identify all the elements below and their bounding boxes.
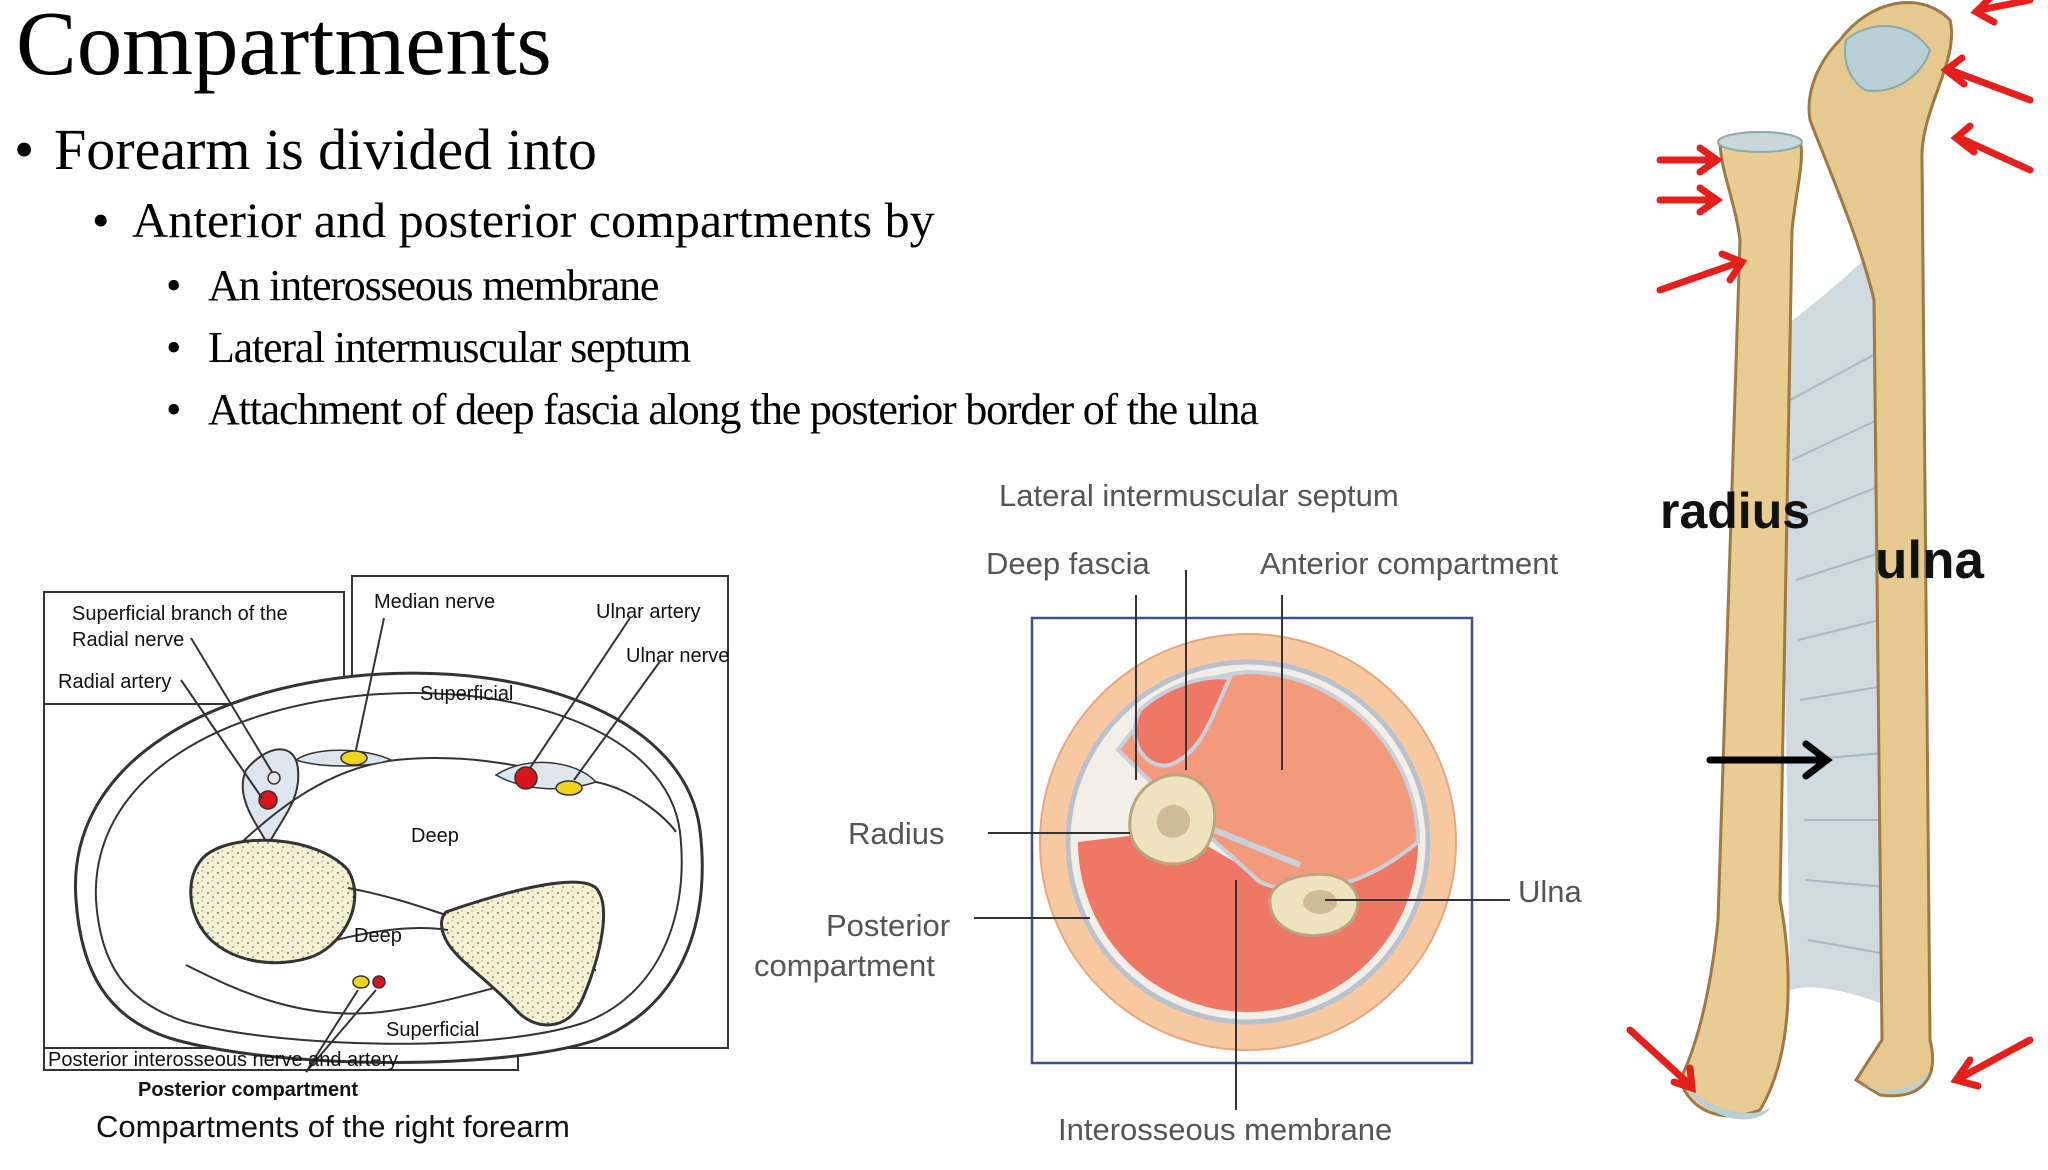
- attachment-arrows: [1626, 0, 2034, 1094]
- bullet-text: Anterior and posterior compartments by: [132, 192, 935, 248]
- forearm-compartments-diagram: Lateral intermuscular septum Deep fascia…: [754, 478, 1583, 1147]
- posterior-interosseous-nerve-icon: [352, 975, 370, 989]
- label-ulnar-nerve: Ulnar nerve: [626, 645, 729, 667]
- bullet-text: Forearm is divided into: [54, 117, 597, 182]
- label-posterior-interosseous: Posterior interosseous nerve and artery: [48, 1049, 398, 1071]
- bullet-marker: •: [14, 117, 35, 182]
- label-deep-anterior: Deep: [411, 825, 459, 847]
- label-ulna: Ulna: [1518, 874, 1583, 909]
- label-deep-fascia: Deep fascia: [986, 546, 1150, 581]
- median-nerve-icon: [340, 750, 368, 766]
- label-posterior-compartment: Posterior compartment: [138, 1079, 358, 1101]
- posterior-interosseous-artery-icon: [372, 975, 386, 989]
- label-superficial-branch: Superficial branch of the: [72, 603, 288, 625]
- bullet-level-3: • An interosseous membrane: [166, 261, 659, 310]
- bullet-text: Lateral intermuscular septum: [208, 323, 691, 372]
- bullet-marker: •: [166, 385, 181, 434]
- bullet-marker: •: [166, 323, 181, 372]
- diagram-caption: Compartments of the right forearm: [96, 1109, 570, 1144]
- bullet-marker: •: [92, 192, 110, 248]
- label-radial-nerve: Radial nerve: [72, 629, 184, 651]
- bullet-level-3: • Lateral intermuscular septum: [166, 323, 691, 372]
- ulnar-nerve-icon: [555, 780, 583, 796]
- forearm-cross-section-diagram: Superficial branch of the Radial nerve R…: [43, 575, 729, 1144]
- ulnar-artery-icon: [514, 766, 538, 790]
- label-anterior-compartment: Anterior compartment: [1260, 546, 1558, 581]
- radius-bone: [189, 838, 357, 965]
- membrane-arrow: [1706, 740, 1833, 780]
- label-ulna: ulna: [1875, 531, 1984, 590]
- label-superficial-posterior: Superficial: [386, 1019, 479, 1041]
- label-superficial-anterior: Superficial: [420, 683, 513, 705]
- bullet-text: An interosseous membrane: [208, 261, 659, 310]
- superficial-radial-nerve-icon: [267, 771, 281, 785]
- ulna-bone: [440, 880, 605, 1027]
- bullet-marker: •: [166, 261, 181, 310]
- bullet-text: Attachment of deep fascia along the post…: [208, 385, 1259, 434]
- radial-artery-icon: [258, 790, 278, 810]
- bullet-level-1: • Forearm is divided into: [14, 118, 597, 182]
- label-compartment: compartment: [754, 948, 935, 983]
- bullet-level-3: • Attachment of deep fascia along the pos…: [166, 385, 1259, 434]
- diagram-frame: [1030, 616, 1474, 1065]
- label-radial-artery: Radial artery: [58, 671, 171, 693]
- radius-bone: [1678, 138, 1803, 1118]
- radius-ulna-illustration: radius ulna: [1626, 0, 2034, 1120]
- label-lateral-septum: Lateral intermuscular septum: [999, 478, 1399, 513]
- bullet-level-2: • Anterior and posterior compartments by: [92, 193, 935, 248]
- label-frame: [43, 591, 345, 705]
- label-posterior: Posterior: [826, 908, 950, 943]
- label-radius: Radius: [848, 816, 945, 851]
- label-median-nerve: Median nerve: [374, 591, 495, 613]
- label-ulnar-artery: Ulnar artery: [596, 601, 700, 623]
- label-deep-posterior: Deep: [354, 925, 402, 947]
- slide-title: Compartments: [16, 0, 552, 94]
- label-interosseous-membrane: Interosseous membrane: [1058, 1112, 1392, 1147]
- label-radius: radius: [1660, 483, 1810, 539]
- posterior-compartment-area: [1078, 830, 1418, 1012]
- ulna-bone: [1807, 1, 1953, 1098]
